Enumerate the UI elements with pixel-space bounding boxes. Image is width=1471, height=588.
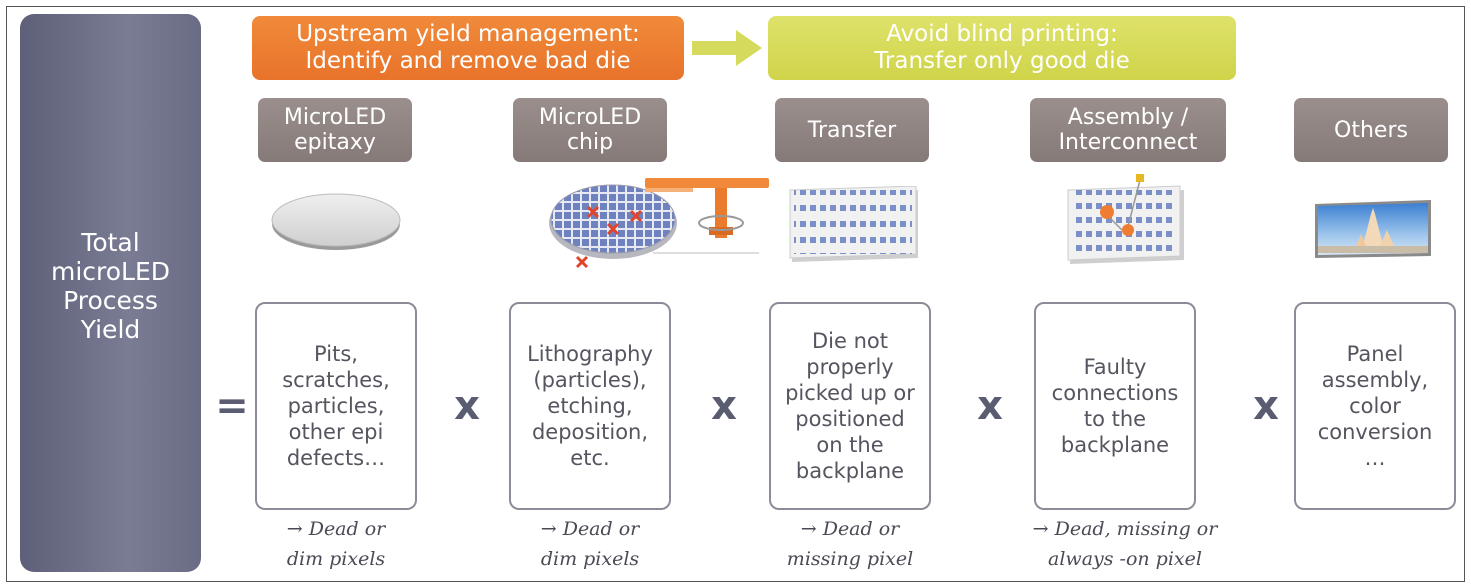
result-chip: → Dead or dim pixels [540, 518, 640, 570]
arrow-right-icon [692, 30, 762, 66]
patterned-wafer-icon [549, 178, 769, 269]
display-panel-icon [1315, 200, 1431, 258]
times-operator: x [711, 383, 737, 429]
times-operator: x [1253, 383, 1279, 429]
result-epitaxy: → Dead or dim pixels [286, 518, 386, 570]
upstream-yield-banner: Upstream yield management: Identify and … [252, 16, 684, 80]
stage-assembly-interconnect: Assembly / Interconnect [1030, 98, 1226, 162]
backplane-grid-icon [789, 186, 918, 262]
times-operator: x [977, 383, 1003, 429]
total-yield-label: Total microLED Process Yield [50, 228, 171, 344]
defect-box-transfer: Die not properly picked up or positioned… [769, 302, 931, 510]
stage-transfer: Transfer [775, 98, 929, 162]
stage-microled-chip: MicroLED chip [513, 98, 667, 162]
equals-operator: = [215, 383, 249, 429]
total-yield-panel [20, 14, 201, 572]
defect-box-epitaxy: Pits, scratches, particles, other epi de… [255, 302, 417, 510]
times-operator: x [454, 383, 480, 429]
result-transfer: → Dead or missing pixel [786, 518, 914, 570]
backplane-connections-icon [1067, 174, 1184, 264]
result-assembly: → Dead, missing or always -on pixel [1032, 518, 1218, 570]
stage-microled-epitaxy: MicroLED epitaxy [258, 98, 412, 162]
wafer-icon [271, 193, 401, 250]
defect-mark [575, 205, 643, 269]
stage-others: Others [1294, 98, 1448, 162]
figure-frame [6, 6, 1465, 582]
avoid-blind-printing-banner: Avoid blind printing: Transfer only good… [768, 16, 1236, 80]
defect-box-assembly: Faulty connections to the backplane [1034, 302, 1196, 510]
defect-box-chip: Lithography (particles), etching, deposi… [509, 302, 671, 510]
defect-box-others: Panel assembly, color conversion … [1294, 302, 1456, 510]
